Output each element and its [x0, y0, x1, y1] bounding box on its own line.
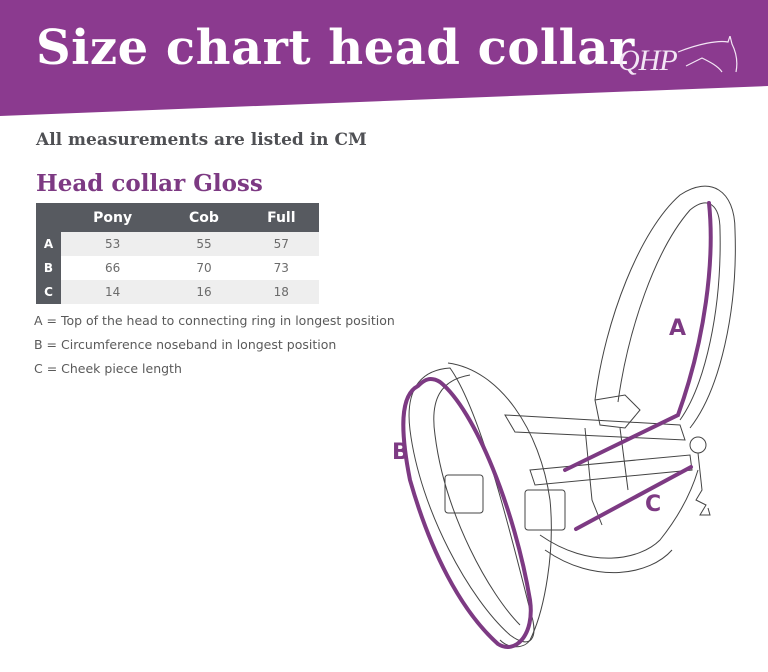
units-note: All measurements are listed in CM	[36, 130, 367, 150]
row-label: C	[36, 280, 61, 304]
row-label: B	[36, 256, 61, 280]
head-collar-diagram: A B C	[380, 170, 768, 668]
section-title: Head collar Gloss	[36, 170, 263, 197]
legend-item-b: B = Circumference noseband in longest po…	[34, 337, 337, 352]
table-row: C 14 16 18	[36, 280, 319, 304]
table-cell: 16	[164, 280, 244, 304]
horse-head-icon	[677, 36, 738, 73]
column-header-full: Full	[243, 203, 319, 232]
table-cell: 66	[61, 256, 165, 280]
row-label: A	[36, 232, 61, 256]
label-a: A	[669, 316, 687, 341]
header-banner: Size chart head collar QHP	[0, 0, 768, 120]
size-table: Pony Cob Full A 53 55 57 B 66 70 73 C 14…	[36, 203, 319, 304]
legend-item-a: A = Top of the head to connecting ring i…	[34, 313, 395, 328]
logo-text: QHP	[618, 44, 678, 77]
measurement-legend: A = Top of the head to connecting ring i…	[34, 312, 395, 384]
banner-background	[0, 0, 768, 116]
table-cell: 70	[164, 256, 244, 280]
table-row: A 53 55 57	[36, 232, 319, 256]
table-cell: 18	[243, 280, 319, 304]
page-title: Size chart head collar	[36, 20, 635, 76]
column-header-cob: Cob	[164, 203, 244, 232]
label-b: B	[392, 440, 409, 465]
column-header	[36, 203, 61, 232]
table-cell: 57	[243, 232, 319, 256]
table-row: B 66 70 73	[36, 256, 319, 280]
table-cell: 55	[164, 232, 244, 256]
head-collar-illustration	[401, 185, 736, 649]
table-header-row: Pony Cob Full	[36, 203, 319, 232]
table-cell: 14	[61, 280, 165, 304]
legend-item-c: C = Cheek piece length	[34, 361, 182, 376]
table-cell: 53	[61, 232, 165, 256]
column-header-pony: Pony	[61, 203, 165, 232]
table-cell: 73	[243, 256, 319, 280]
label-c: C	[645, 492, 662, 517]
qhp-logo: QHP	[618, 36, 738, 80]
